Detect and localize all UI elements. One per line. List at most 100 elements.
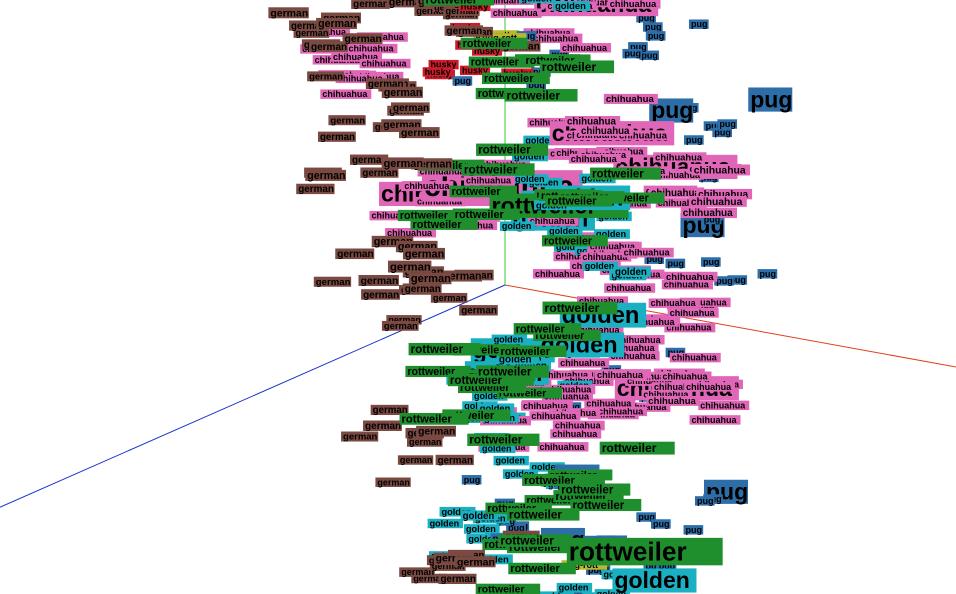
point-label-golden[interactable]: golden (529, 462, 565, 472)
point-label-german[interactable]: german (407, 437, 443, 447)
point-label-pug[interactable]: pug (694, 496, 715, 506)
point-label-chihuahua[interactable]: chihuahua (646, 395, 700, 407)
point-label-chihuahua[interactable]: chihuahua (641, 390, 693, 400)
point-label-german[interactable]: german (305, 169, 347, 182)
point-label-chihuahua[interactable]: chihuahua (587, 241, 639, 251)
point-label-golden[interactable]: golden (554, 242, 590, 252)
point-label-pug[interactable]: pug (757, 269, 778, 279)
point-label-chihuahua[interactable]: chihuahua (653, 170, 704, 180)
point-label-chihuahua[interactable]: chihuahua (689, 415, 741, 425)
point-label-chihuahua[interactable]: chihuahua (573, 0, 625, 8)
point-label-chihuahua[interactable]: chihuahua (613, 335, 665, 345)
point-label-german[interactable]: german (328, 115, 366, 126)
point-label-golden[interactable]: golden (513, 174, 549, 184)
point-label-german[interactable]: german (307, 71, 344, 82)
point-label-pug[interactable]: pug (628, 42, 648, 52)
point-label-rottweiler[interactable]: rottweiler (504, 88, 578, 102)
point-label-golden[interactable]: golden (612, 567, 697, 593)
point-label-chihuahua[interactable]: chihuahua (550, 429, 602, 439)
point-label-pug[interactable]: pug (622, 49, 643, 59)
point-label-golden[interactable]: golden (460, 510, 499, 522)
point-label-chihuahua[interactable]: chihuahua (684, 382, 736, 392)
point-label-chihuahua[interactable]: chihuahua (698, 400, 750, 410)
point-label-chihuahua[interactable]: chihuahua (584, 398, 636, 408)
point-label-pug[interactable]: pug (516, 31, 537, 41)
point-label-rottweiler[interactable]: rottweiler (423, 0, 494, 6)
point-label-pug[interactable]: pug (703, 121, 724, 131)
point-label-german[interactable]: german (433, 552, 474, 565)
point-label-golden[interactable]: golden (439, 507, 476, 517)
point-label-golden[interactable]: golden (427, 519, 463, 529)
point-label-german[interactable]: german (441, 270, 482, 283)
point-label-german[interactable]: german (391, 102, 430, 114)
point-label-german[interactable]: german (430, 292, 468, 303)
point-label-pug[interactable]: pug (665, 258, 686, 268)
point-label-chihuahua[interactable]: chihuahua (604, 283, 656, 293)
point-label-golden[interactable]: golden (496, 354, 536, 366)
point-label-chihuahua[interactable]: chihuahua (679, 297, 731, 307)
point-label-chihuahua[interactable]: chihuahua (579, 125, 634, 137)
point-label-chihuahua[interactable]: chihuahua (529, 411, 581, 421)
point-label-german[interactable]: german (342, 33, 383, 45)
point-label-pug[interactable]: pug (688, 19, 709, 29)
point-label-golden[interactable]: golden (479, 443, 516, 453)
point-label-pug[interactable]: pug (452, 76, 473, 86)
point-label-german[interactable]: german (293, 28, 330, 38)
point-label-pug[interactable]: pug (586, 565, 606, 575)
point-label-rottweiler[interactable]: rottweiler (566, 536, 723, 566)
point-label-chihuahua[interactable]: chihuahua (552, 421, 605, 431)
point-label-german[interactable]: german (350, 154, 389, 166)
point-label-chihuahua[interactable]: chihuahua (625, 376, 677, 386)
point-label-golden[interactable]: golden (582, 261, 619, 271)
point-label-chihuahua[interactable]: chihuahua (568, 154, 621, 164)
point-label-rottweiler[interactable]: rottweiler (498, 345, 567, 358)
point-label-german[interactable]: german (459, 305, 498, 317)
point-label-chihuahua[interactable]: chihuahua (688, 195, 747, 208)
point-label-rottweiler[interactable]: rottweiler (506, 507, 580, 521)
point-label-german[interactable]: german (381, 157, 424, 170)
point-label-chihuahua[interactable]: chihuahua (664, 271, 718, 283)
point-label-chihuahua[interactable]: chihuahua (417, 167, 469, 177)
point-label-chihuahua[interactable]: chihuahua (580, 252, 632, 262)
point-label-golden[interactable]: golden (539, 591, 575, 594)
point-label-rottweiler[interactable]: rottweiler (410, 218, 478, 231)
point-label-golden[interactable]: golden (491, 334, 528, 344)
point-label-pug[interactable]: pug (461, 475, 482, 485)
point-label-chihuahua[interactable]: chihuahua (335, 73, 387, 83)
point-label-chihuahua[interactable]: chihuahua (667, 308, 719, 318)
point-label-rottweiler[interactable]: rottweiler (508, 562, 576, 575)
point-label-german[interactable]: german (381, 320, 419, 331)
point-label-pug[interactable]: pug (636, 512, 657, 522)
point-label-rottweiler[interactable]: rottweiler (408, 342, 481, 356)
point-label-chihuahua[interactable]: chihuahua (537, 442, 589, 452)
point-label-pug[interactable]: pug (506, 523, 526, 533)
point-label-husky[interactable]: husky (472, 46, 503, 56)
point-label-chihuahua[interactable]: chihuahua (691, 164, 751, 177)
point-label-golden[interactable]: golden (477, 403, 515, 413)
point-label-golden[interactable]: golden (464, 524, 500, 534)
point-label-golden[interactable]: golden (472, 391, 508, 401)
point-label-german[interactable]: german (360, 167, 399, 179)
point-label-rottweiler[interactable]: rottweiler (468, 56, 535, 69)
point-label-chihuahua[interactable]: chihuahua (648, 187, 705, 199)
point-label-chihuahua[interactable]: chihuahua (541, 370, 593, 380)
point-label-german[interactable]: german (386, 0, 428, 8)
point-label-german[interactable]: german (398, 127, 440, 139)
point-label-chihuahua[interactable]: chihuahua (490, 8, 542, 18)
point-label-german[interactable]: german (335, 248, 375, 261)
point-label-golden[interactable]: golden (519, 0, 556, 3)
point-label-german[interactable]: german (341, 431, 379, 443)
point-label-chihuahua[interactable]: chihuahua (359, 59, 411, 69)
point-label-pug[interactable]: pug (701, 257, 721, 267)
point-label-rottweiler[interactable]: rottweiler (590, 167, 661, 181)
point-label-rottweiler[interactable]: rottweiler (460, 37, 528, 50)
point-label-rottweiler[interactable]: rottweiler (599, 441, 675, 455)
point-label-chihuahua[interactable]: chihuahua (402, 181, 454, 191)
point-label-german[interactable]: german (408, 272, 452, 286)
point-label-german[interactable]: german (268, 7, 309, 19)
point-label-chihuahua[interactable]: chihuahua (607, 343, 659, 353)
point-label-chihuahua[interactable]: chihuahua (680, 207, 737, 220)
point-label-golden[interactable]: golden (556, 583, 593, 593)
point-label-golden[interactable]: golden (594, 229, 630, 239)
